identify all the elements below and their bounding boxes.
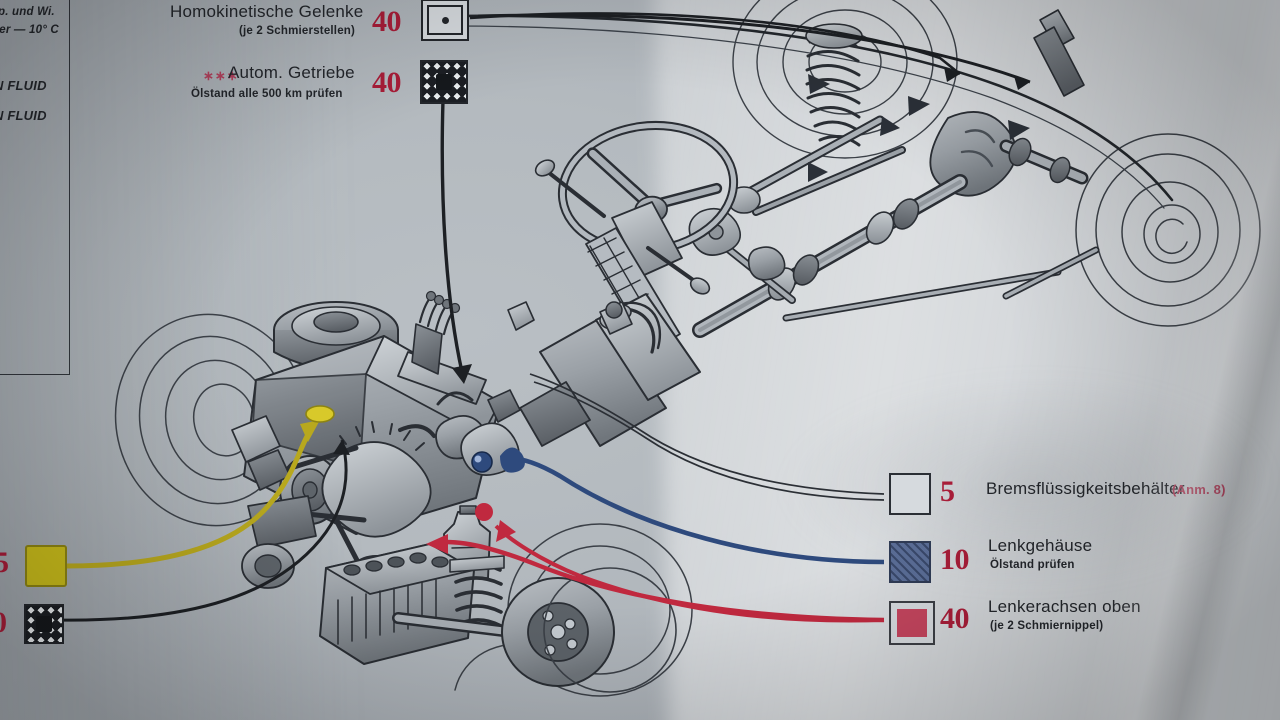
right-legend-label-1: Lenkgehäuse — [988, 536, 1092, 556]
right-legend-note-0: (Anm. 8) — [1172, 482, 1226, 497]
symbol-red-filled-square — [889, 601, 935, 645]
leader-blue-lenkgehaeuse — [471, 447, 885, 565]
top-legend-label-1: Autom. Getriebe — [228, 63, 355, 83]
leader-black-left — [55, 439, 350, 622]
leader-red-lenkerachsen — [426, 503, 885, 623]
note-line-0: p. und Wi. — [0, 6, 55, 18]
right-legend-sublabel-1: Ölstand prüfen — [990, 559, 1075, 571]
right-legend-interval-0: 5 — [940, 475, 955, 509]
red-fill — [897, 609, 927, 637]
leader-black-homokinetisch — [469, 12, 1031, 90]
note-line-3: N FLUID — [0, 108, 47, 123]
symbol-blue-hatched-square — [889, 541, 931, 583]
symbol-double-square-with-dot — [421, 0, 469, 41]
top-legend-sublabel-1: Ölstand alle 500 km prüfen — [191, 88, 343, 100]
right-legend-label-2: Lenkerachsen oben — [988, 597, 1141, 617]
right-legend-sublabel-2: (je 2 Schmiernippel) — [990, 620, 1103, 632]
note-box-frame — [0, 0, 70, 375]
right-legend-interval-1: 10 — [940, 543, 970, 577]
top-legend-interval-0: 40 — [372, 5, 402, 39]
center-dot-icon — [441, 16, 449, 24]
right-legend-label-0: Bremsflüssigkeitsbehälter — [986, 479, 1185, 499]
right-legend-interval-2: 40 — [940, 602, 970, 636]
symbol-checkered-square-top — [420, 60, 468, 104]
symbol-yellow-square — [25, 545, 67, 587]
top-legend-sublabel-0: (je 2 Schmierstellen) — [239, 25, 355, 37]
leader-black-getriebe — [440, 99, 472, 384]
top-legend-asterisks-1: ∗∗∗ — [203, 68, 239, 84]
top-legend-label-0: Homokinetische Gelenke — [170, 2, 363, 22]
top-legend-interval-1: 40 — [372, 66, 402, 100]
grease-point-arrows — [808, 74, 1030, 182]
left-legend-interval-1: 0 — [0, 606, 7, 640]
note-line-2: N FLUID — [0, 78, 47, 93]
symbol-checkered-square-left — [24, 604, 64, 644]
leader-black-bremsfluessigkeit — [529, 373, 885, 501]
symbol-plain-square — [889, 473, 931, 515]
left-legend-interval-0: 5 — [0, 546, 9, 580]
leader-yellow-engine-oil — [65, 405, 335, 569]
note-line-1: nter — 10° C — [0, 24, 59, 36]
